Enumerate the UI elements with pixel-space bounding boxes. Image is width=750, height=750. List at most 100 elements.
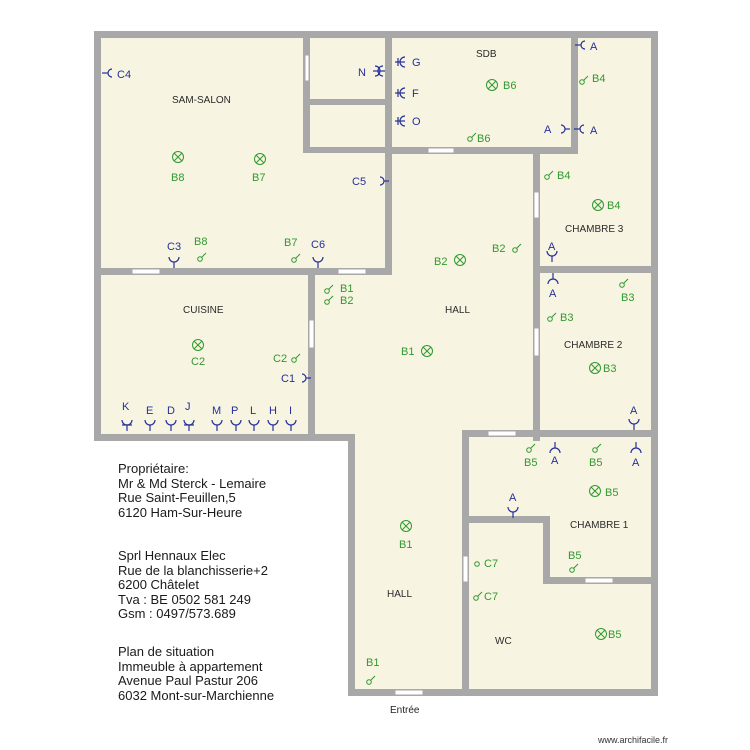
switch-label: B4 xyxy=(557,170,570,182)
outlets xyxy=(102,40,642,518)
contractor-info: Sprl Hennaux Elec Rue de la blanchisseri… xyxy=(118,548,268,622)
credit-link[interactable]: www.archifacile.fr xyxy=(598,735,669,745)
outlet-icon xyxy=(230,419,242,431)
outlet-icon xyxy=(183,419,195,431)
outlet-icon xyxy=(168,256,180,268)
outlet-icon xyxy=(575,40,586,50)
light-labels: B8 B7 B6 B4 B2 B1 C2 B3 B5 B1 B5 xyxy=(171,80,621,641)
contractor-line: Sprl Hennaux Elec xyxy=(118,548,226,563)
owner-line: 6120 Ham-Sur-Heure xyxy=(118,504,243,520)
switch-label: C2 xyxy=(273,353,287,365)
switch-icon xyxy=(324,295,334,305)
outlet-icon xyxy=(574,124,585,134)
outlet-label: C3 xyxy=(167,241,181,253)
switch-icon xyxy=(366,675,376,685)
switch-label: B1 xyxy=(366,657,379,669)
outlet-icon xyxy=(373,65,385,77)
light-icon xyxy=(192,339,204,351)
outlet-label: A xyxy=(544,124,552,136)
outlet-icon xyxy=(248,419,260,431)
outlet-icon xyxy=(121,419,133,431)
room-label-hall-top: HALL xyxy=(445,305,470,316)
room-label-sam-salon: SAM-SALON xyxy=(172,95,231,106)
outlet-icon xyxy=(102,68,113,78)
outlet-label: P xyxy=(231,405,238,417)
light-icon xyxy=(254,153,266,165)
light-icon xyxy=(486,79,498,91)
light-fixtures xyxy=(172,79,607,640)
light-label: B8 xyxy=(171,172,184,184)
light-label: B4 xyxy=(607,200,620,212)
outlet-label: K xyxy=(122,401,130,413)
outlet-label: D xyxy=(167,405,175,417)
light-icon xyxy=(454,254,466,266)
outlet-icon xyxy=(546,250,558,262)
room-labels: SAM-SALON SDB CHAMBRE 3 CUISINE HALL CHA… xyxy=(172,49,629,647)
switch-icon xyxy=(512,243,522,253)
room-label-chambre1: CHAMBRE 1 xyxy=(570,520,629,531)
light-label: B5 xyxy=(608,629,621,641)
outlet-label: J xyxy=(185,401,191,413)
outlet-label: C6 xyxy=(311,239,325,251)
outlet-icon xyxy=(395,87,406,99)
light-label: B6 xyxy=(503,80,516,92)
switch-label: B5 xyxy=(524,457,537,469)
switch-label: B3 xyxy=(560,312,573,324)
switch-icon xyxy=(619,278,629,288)
switch-label: B8 xyxy=(194,236,207,248)
light-icon xyxy=(592,199,604,211)
outlet-icon xyxy=(547,273,559,285)
contractor-line: 6200 Châtelet xyxy=(118,577,199,592)
outlet-label: C4 xyxy=(117,69,131,81)
switch-icon xyxy=(526,443,536,453)
light-label: B7 xyxy=(252,172,265,184)
outlet-labels: C4 N G F O A A A C5 C3 C6 C1 K E D J M P… xyxy=(117,41,640,504)
switch-icon xyxy=(324,284,334,294)
outlet-label: C5 xyxy=(352,176,366,188)
room-label-sdb: SDB xyxy=(476,49,497,60)
plan-line: Plan de situation xyxy=(118,644,215,659)
switch-icon xyxy=(569,563,579,573)
light-label: B1 xyxy=(399,539,412,551)
switch-label: B2 xyxy=(492,243,505,255)
outlet-icon xyxy=(560,124,570,134)
plan-info: Plan de situation Immeuble à appartement… xyxy=(118,644,275,703)
outlet-icon xyxy=(379,176,389,186)
outlet-label: A xyxy=(548,241,556,253)
outlet-label: H xyxy=(269,405,277,417)
outlet-icon xyxy=(312,256,324,268)
light-icon xyxy=(421,345,433,357)
switch-icon xyxy=(473,591,483,601)
outlet-label: E xyxy=(146,405,153,417)
room-label-hall-bottom: HALL xyxy=(387,589,412,600)
switch-icon xyxy=(291,253,301,263)
switch-labels: B8 B7 B6 B4 B4 B2 B1 B2 C2 B3 B3 B5 B5 B… xyxy=(194,73,634,669)
contractor-line: Tva : BE 0502 581 249 xyxy=(118,591,251,607)
door-openings xyxy=(131,54,614,696)
plan-line: Immeuble à appartement xyxy=(118,658,263,674)
outlet-label: L xyxy=(250,405,256,417)
switch-label: C7 xyxy=(484,591,498,603)
switch-label: B6 xyxy=(477,133,490,145)
switch-icon xyxy=(291,353,301,363)
outlet-label: I xyxy=(289,405,292,417)
owner-line: Propriétaire: xyxy=(118,461,189,476)
contractor-line: Rue de la blanchisserie+2 xyxy=(118,562,268,578)
light-label: C2 xyxy=(191,356,205,368)
owner-line: Mr & Md Sterck - Lemaire xyxy=(118,475,267,491)
outlet-icon xyxy=(395,56,406,68)
entrance-label: Entrée xyxy=(390,705,420,716)
light-label: B2 xyxy=(434,256,447,268)
plan-line: 6032 Mont-sur-Marchienne xyxy=(118,687,275,703)
switch-icon xyxy=(547,312,557,322)
switch-label: B4 xyxy=(592,73,605,85)
outlet-icon xyxy=(211,419,223,431)
switch-icon xyxy=(579,75,589,85)
light-icon xyxy=(595,628,607,640)
switch-icon xyxy=(544,170,554,180)
light-icon xyxy=(400,520,412,532)
plan-line: Avenue Paul Pastur 206 xyxy=(118,673,258,688)
outlet-icon xyxy=(301,373,311,383)
outlet-icon xyxy=(267,419,279,431)
